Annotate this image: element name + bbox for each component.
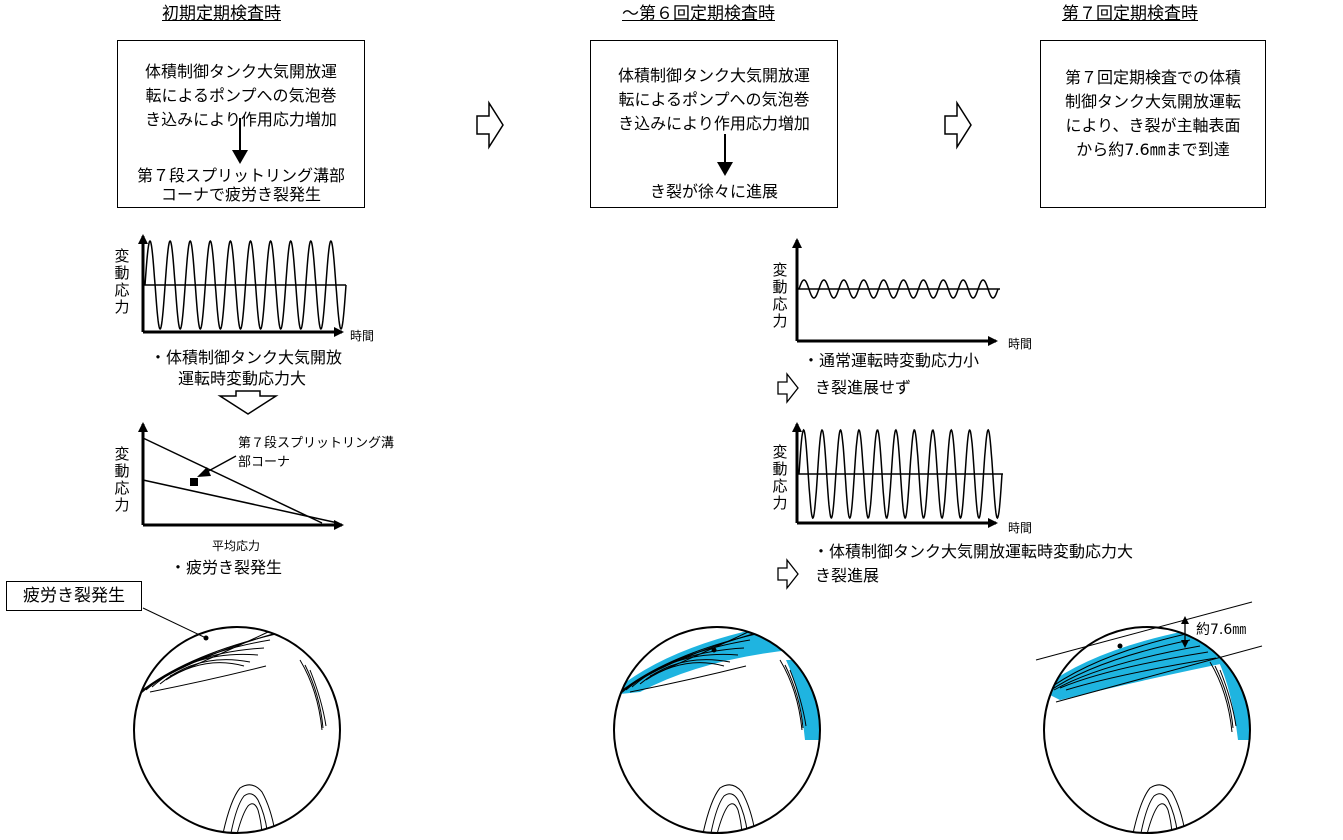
shaft-cross-section-initial: [133, 607, 341, 834]
goodman-point-label-line-2: 部コーナ: [238, 455, 291, 470]
graph1-x-axis-label: 時間: [350, 329, 375, 343]
progress-arrow-icon: [476, 100, 504, 150]
graph3-result: き裂進展せず: [815, 378, 912, 397]
box3-line-2: 制御タンク大気開放運転: [1064, 92, 1241, 111]
graph4-result: き裂進展: [815, 566, 880, 585]
crack-initiation-callout-label: 疲労き裂発生: [23, 586, 125, 606]
box2-cause-line-1: 体積制御タンク大気開放運: [617, 66, 810, 85]
graph1-caption-line-1: ・体積制御タンク大気開放: [150, 348, 343, 367]
heading-seventh-inspection: 第７回定期検査時: [1062, 4, 1198, 24]
graph1-axes: [138, 234, 346, 337]
graph4-y-axis-label: 変動応力: [772, 443, 788, 512]
box1-cause-line-2: 転によるポンプへの気泡巻: [145, 86, 337, 105]
box1-result-line-1: 第７段スプリットリング溝部: [136, 166, 345, 185]
crack-initiation-callout: 疲労き裂発生: [6, 581, 142, 611]
crack-depth-label: 約7.6㎜: [1196, 622, 1247, 638]
initial-inspection-box: 体積制御タンク大気開放運 転によるポンプへの気泡巻 き込みにより作用応力増加 第…: [117, 40, 365, 208]
box3-line-1: 第７回定期検査での体積: [1064, 68, 1241, 87]
box1-result-line-2: コーナで疲労き裂発生: [160, 185, 321, 204]
box1-cause-line-1: 体積制御タンク大気開放運: [144, 62, 337, 81]
box3-line-3: により、き裂が主軸表面: [1065, 116, 1241, 135]
box2-cause-line-2: 転によるポンプへの気泡巻: [618, 90, 810, 109]
graph3-low-stress-wave: [798, 279, 999, 299]
heading-sixth-inspection: ～第６回定期検査時: [622, 4, 775, 24]
down-hollow-arrow-icon: [217, 390, 279, 415]
goodman-x-axis-label: 平均応力: [212, 539, 261, 553]
goodman-y-axis-label: 変動応力: [114, 445, 130, 514]
graph4-high-stress-wave: [798, 428, 1003, 520]
graph3-caption: ・通常運転時変動応力小: [803, 351, 980, 370]
graph1-caption-line-2: 運転時変動応力大: [178, 369, 307, 388]
box2-cause-line-3: き込みにより作用応力増加: [618, 114, 810, 133]
graph3-y-axis-label: 変動応力: [772, 261, 788, 330]
goodman-point-label-line-1: 第７段スプリットリング溝: [238, 436, 395, 451]
goodman-caption: ・疲労き裂発生: [170, 558, 283, 577]
heading-initial-inspection: 初期定期検査時: [162, 4, 281, 24]
graph4-caption: ・体積制御タンク大気開放運転時変動応力大: [813, 542, 1134, 561]
box2-down-arrow: [717, 134, 733, 176]
progress-arrow-icon: [944, 100, 972, 150]
graph3-x-axis-label: 時間: [1008, 337, 1033, 351]
goodman-diagram: [138, 422, 344, 530]
seventh-inspection-box: 第７回定期検査での体積 制御タンク大気開放運転 により、き裂が主軸表面 から約7…: [1040, 40, 1266, 208]
result-arrow-icon: [777, 558, 799, 590]
sixth-inspection-box: 体積制御タンク大気開放運 転によるポンプへの気泡巻 き込みにより作用応力増加 き…: [590, 40, 838, 208]
graph4-x-axis-label: 時間: [1008, 521, 1033, 535]
graph1-y-axis-label: 変動応力: [114, 247, 130, 316]
box3-line-4: から約7.6㎜まで到達: [1076, 140, 1230, 159]
result-arrow-icon: [777, 372, 799, 404]
graph1-high-stress-wave: [144, 239, 347, 331]
box1-down-arrow: [232, 118, 248, 164]
shaft-cross-section-sixth: [613, 626, 821, 834]
depth-dimension-arrow: [1181, 616, 1189, 648]
box2-result-line-1: き裂が徐々に進展: [649, 182, 778, 201]
